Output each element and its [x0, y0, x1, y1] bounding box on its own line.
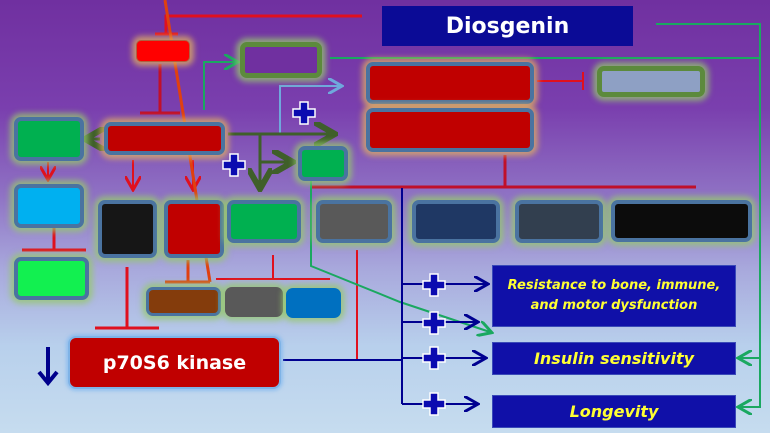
plus-icon	[222, 153, 246, 177]
activate-line	[656, 23, 761, 407]
node-red-2	[164, 200, 224, 258]
node-gray-sub	[225, 287, 283, 317]
activate-line	[203, 62, 236, 110]
node-navy-5	[412, 200, 500, 243]
node-black-1	[98, 200, 157, 258]
plus-icon	[422, 311, 446, 335]
plus-icon	[422, 346, 446, 370]
inhibit-line	[164, 14, 362, 34]
node-gray-right	[597, 66, 705, 97]
p70s6-kinase-node: p70S6 kinase	[68, 336, 281, 389]
plus-icon	[292, 101, 316, 125]
outcome-resistance: Resistance to bone, immune, and motor dy…	[492, 265, 736, 327]
node-black-7	[611, 200, 752, 242]
plus-icon	[422, 273, 446, 297]
node-blue-sub	[286, 288, 341, 318]
plus-icon	[422, 392, 446, 416]
node-purple-top	[240, 42, 322, 78]
activate-line	[279, 86, 340, 134]
node-green-3	[227, 200, 301, 243]
outcome-longevity: Longevity	[492, 395, 736, 428]
node-gray-4	[316, 200, 392, 243]
node-bright-green-left	[14, 257, 89, 300]
node-red-upper-1	[366, 62, 534, 104]
node-red-central	[104, 122, 225, 155]
node-green-left	[14, 117, 84, 161]
node-brown-sub	[146, 287, 221, 316]
node-green-small	[298, 146, 348, 181]
node-cyan-left	[14, 184, 84, 228]
node-red-top	[136, 40, 190, 62]
diosgenin-title: Diosgenin	[382, 6, 633, 46]
node-slate-6	[515, 200, 603, 243]
node-red-upper-2	[366, 108, 534, 152]
outcome-insulin-sensitivity: Insulin sensitivity	[492, 342, 736, 375]
